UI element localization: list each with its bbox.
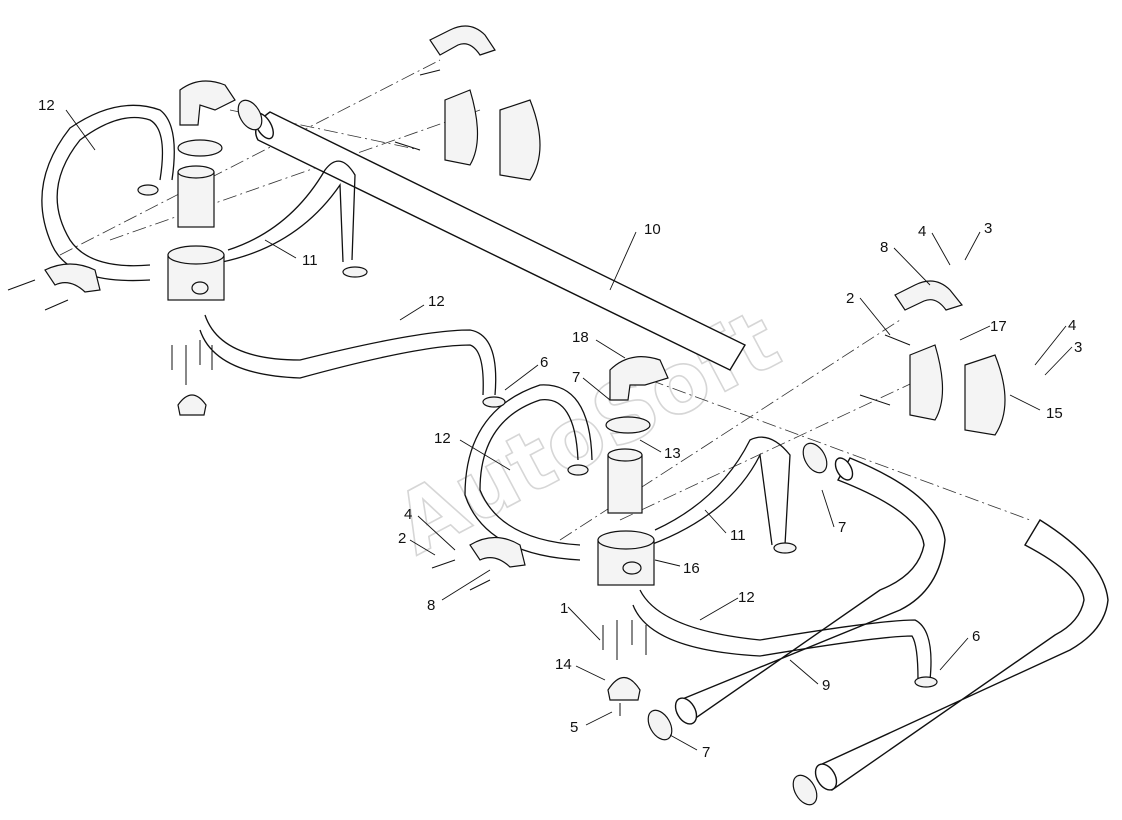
callout-4: 4	[1068, 317, 1076, 334]
callout-7: 7	[702, 744, 710, 761]
pipe-10	[254, 111, 746, 371]
callout-9: 9	[822, 677, 830, 694]
bracket-right	[894, 280, 1006, 436]
callout-4: 4	[918, 223, 926, 240]
pipe-clamp-left	[44, 263, 101, 293]
hose-12-lower-right	[632, 589, 932, 681]
callout-8: 8	[880, 239, 888, 256]
callout-13: 13	[664, 445, 681, 462]
callout-18: 18	[572, 329, 589, 346]
callout-11: 11	[302, 252, 318, 269]
valve-assembly-right	[597, 356, 669, 716]
callout-8: 8	[427, 597, 435, 614]
callout-6: 6	[972, 628, 980, 645]
pipe-clamp-lower	[469, 536, 526, 568]
callout-12: 12	[428, 293, 445, 310]
callout-2: 2	[398, 530, 406, 547]
callout-10: 10	[644, 221, 661, 238]
callout-7: 7	[838, 519, 846, 536]
bracket-top	[429, 25, 541, 181]
callout-14: 14	[555, 656, 572, 673]
callout-6: 6	[540, 354, 548, 371]
callout-5: 5	[570, 719, 578, 736]
callout-labels: 12 11 12 10 6 18 7 12 13 11 7 4 2 8 16 1…	[38, 97, 1082, 761]
hose-clamps	[137, 99, 938, 806]
callout-17: 17	[990, 318, 1007, 335]
callout-12: 12	[434, 430, 451, 447]
hose-12-middle	[199, 314, 497, 396]
valve-assembly-left	[167, 80, 236, 416]
hose-11-upper	[221, 160, 356, 263]
callout-12: 12	[738, 589, 755, 606]
leader-lines	[65, 109, 1073, 751]
pipe-lower-right	[814, 519, 1109, 792]
callout-11: 11	[730, 527, 746, 544]
callout-1: 1	[560, 600, 568, 617]
hose-11-lower	[649, 436, 791, 546]
callout-3: 3	[1074, 339, 1082, 356]
callout-15: 15	[1046, 405, 1063, 422]
pipe-9	[674, 457, 946, 725]
callout-2: 2	[846, 290, 854, 307]
fasteners	[7, 69, 911, 591]
callout-4: 4	[404, 506, 412, 523]
callout-16: 16	[683, 560, 700, 577]
callout-3: 3	[984, 220, 992, 237]
callout-12: 12	[38, 97, 55, 114]
callout-7: 7	[572, 369, 580, 386]
